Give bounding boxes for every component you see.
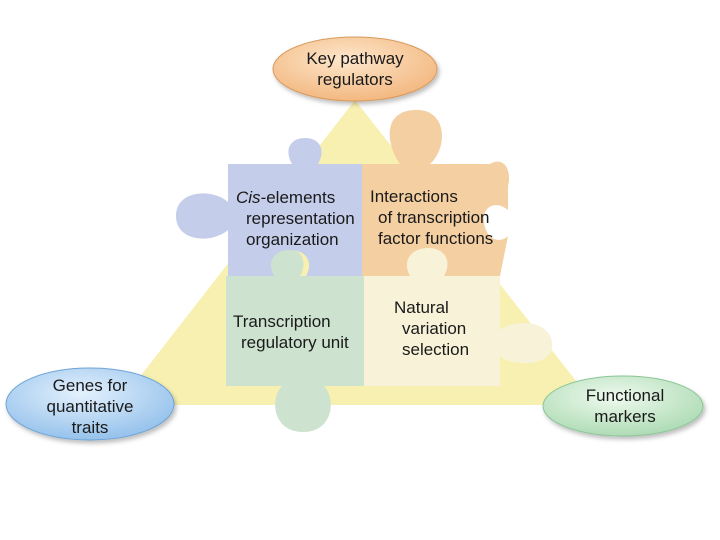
right-node-line-2: markers <box>594 407 656 426</box>
interactions-line-2: of transcription <box>378 208 490 227</box>
interactions-line-1: Interactions <box>370 187 458 206</box>
interactions-line-3: factor functions <box>378 229 494 248</box>
puzzle-piece-cis-elements <box>176 138 362 276</box>
left-node-line-3: traits <box>71 418 109 437</box>
left-node-line-1: Genes for <box>52 376 128 395</box>
top-node-oval <box>272 36 438 102</box>
puzzle-piece-interactions <box>362 109 510 276</box>
left-node-oval <box>5 367 175 441</box>
cis-elements-label: Cis-elements representation organization <box>236 187 355 250</box>
left-node-label: Genes for quantitative traits <box>10 375 170 438</box>
top-node-line-1: Key pathway <box>306 49 404 68</box>
right-node-label: Functional markers <box>545 385 705 427</box>
cis-elements-line-1-rest: -elements <box>260 188 336 207</box>
puzzle-piece-transcription <box>226 248 364 432</box>
natural-variation-line-1: Natural <box>394 298 449 317</box>
puzzle-piece-natural-variation <box>364 248 553 386</box>
top-node-line-2: regulators <box>317 70 393 89</box>
right-node-oval <box>542 375 704 437</box>
left-node-line-2: quantitative <box>46 397 134 416</box>
cis-italic-prefix: Cis <box>236 188 261 207</box>
cis-elements-line-2: representation <box>246 209 355 228</box>
right-node-line-1: Functional <box>585 386 665 405</box>
interactions-label: Interactions of transcription factor fun… <box>370 186 493 249</box>
cis-elements-line-3: organization <box>246 230 339 249</box>
natural-variation-line-3: selection <box>402 340 470 359</box>
top-node-label: Key pathway regulators <box>275 48 435 90</box>
natural-variation-label: Natural variation selection <box>394 297 469 360</box>
transcription-line-2: regulatory unit <box>241 333 349 352</box>
cis-elements-line-1: Cis-elements <box>236 187 355 208</box>
natural-variation-line-2: variation <box>402 319 467 338</box>
transcription-label: Transcription regulatory unit <box>233 311 349 353</box>
transcription-line-1: Transcription <box>233 312 331 331</box>
